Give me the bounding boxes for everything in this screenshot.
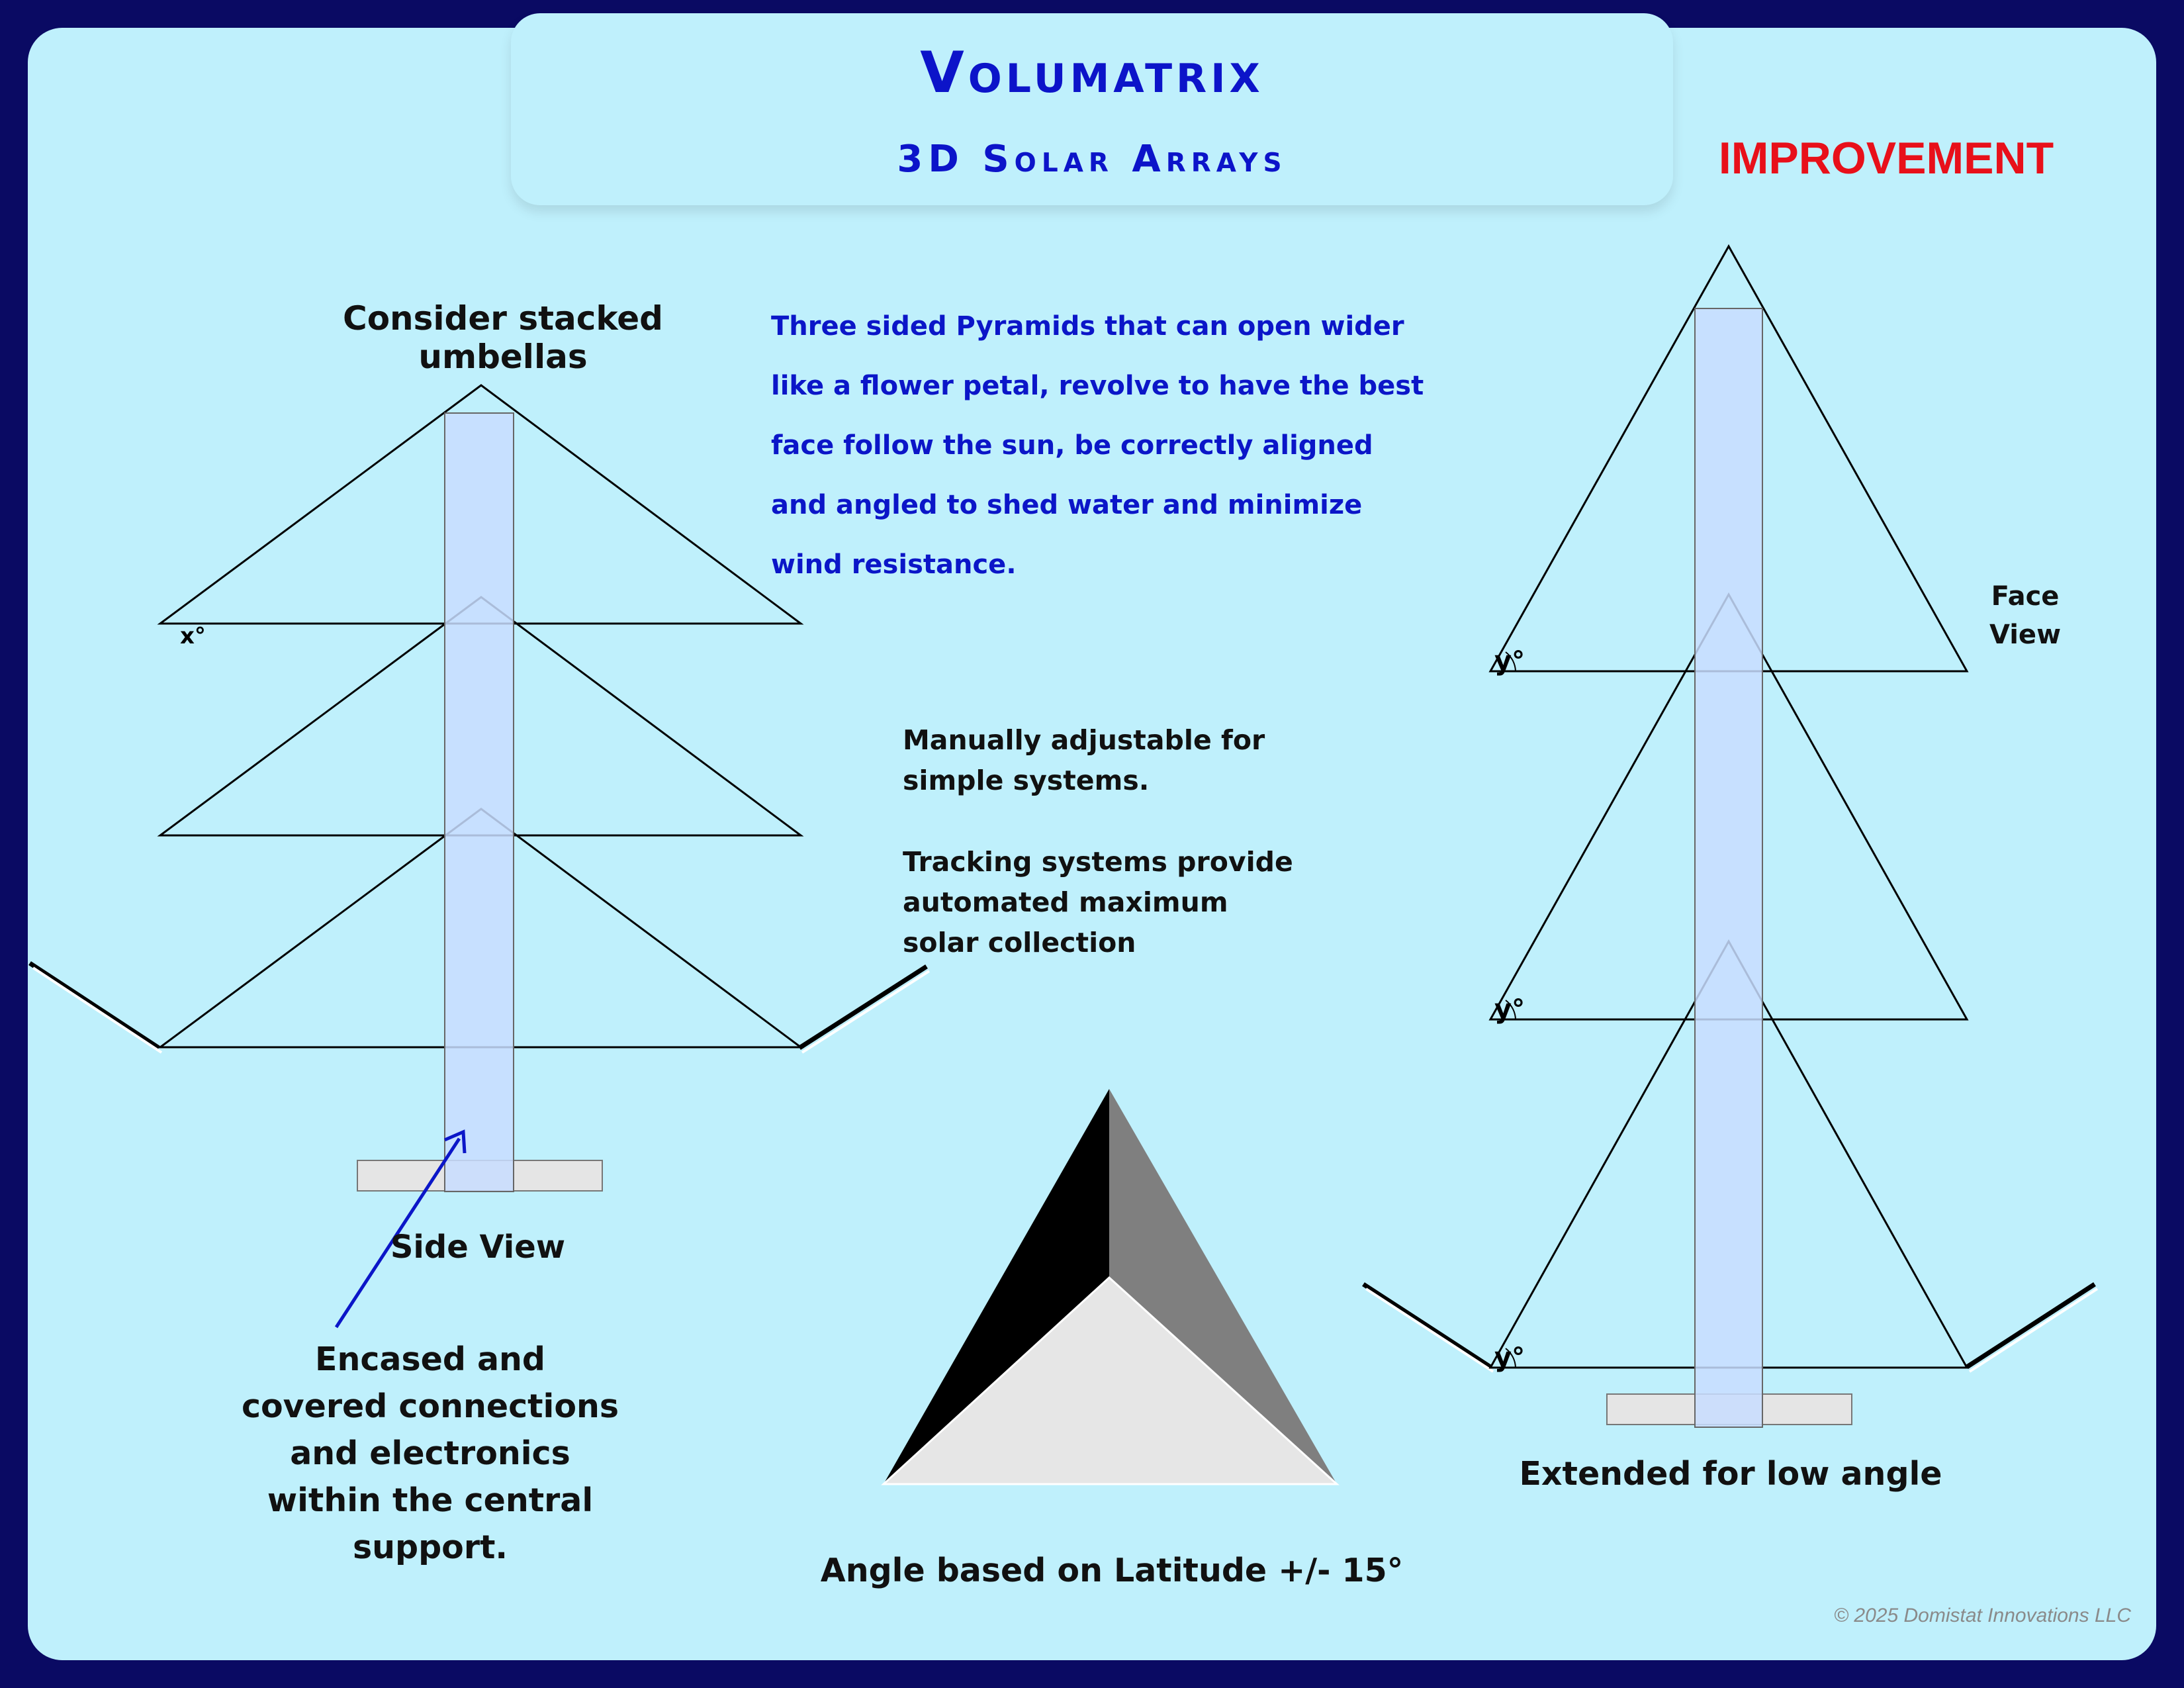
face-left-wing [1362, 1282, 1492, 1369]
face-pole [1694, 308, 1763, 1428]
face-view-label: Face View [1989, 581, 2062, 650]
face-angle-label-top: y° [1494, 646, 1525, 677]
pyramid-light-edge [881, 1276, 1340, 1485]
face-angle-label-middle: y° [1494, 994, 1525, 1025]
pyramid-grey-face [1109, 1089, 1337, 1484]
side-view-heading: Consider stacked umbellas [343, 299, 663, 376]
callout-arrowhead [444, 1129, 467, 1154]
header-tab [511, 13, 1673, 205]
copyright-notice: © 2025 Domistat Innovations LLC [1833, 1605, 2131, 1626]
page-title: Volumatrix [920, 40, 1264, 106]
pyramid-light-face [884, 1278, 1337, 1484]
side-view-diagram [28, 384, 931, 1329]
face-view-diagram [1362, 244, 2099, 1428]
pyramid-illustration [881, 1089, 1340, 1485]
angle-arc-bottom [1505, 1348, 1516, 1368]
pyramid-caption: Angle based on Latitude +/- 15° [820, 1552, 1404, 1589]
left-wing-highlight [32, 966, 163, 1054]
face-view-caption: Extended for low angle [1519, 1455, 1942, 1493]
angle-arc-top [1505, 651, 1516, 672]
right-wing-highlight [801, 970, 931, 1054]
side-pole [444, 412, 514, 1192]
face-right-wing [1966, 1282, 2096, 1369]
pyramid-dark-face [884, 1089, 1109, 1484]
callout-arrow [334, 1137, 461, 1329]
note-tracking: Tracking systems provide automated maxim… [903, 846, 1293, 959]
side-angle-label: x° [180, 623, 206, 649]
note-manual: Manually adjustable for simple systems. [903, 724, 1265, 796]
improvement-badge: IMPROVEMENT [1718, 133, 2054, 183]
face-left-wing-highlight [1365, 1288, 1494, 1373]
face-angle-label-bottom: y° [1494, 1342, 1525, 1373]
side-view-caption: Side View [390, 1229, 566, 1266]
page-subtitle: 3D Solar Arrays [897, 138, 1287, 181]
description-text: Three sided Pyramids that can open wider… [771, 311, 1424, 580]
left-wing [28, 961, 160, 1050]
callout-text: Encased and covered connections and elec… [241, 1340, 619, 1566]
right-wing [798, 964, 928, 1050]
face-right-wing-highlight [1968, 1288, 2099, 1373]
angle-arc-middle [1505, 1000, 1516, 1020]
